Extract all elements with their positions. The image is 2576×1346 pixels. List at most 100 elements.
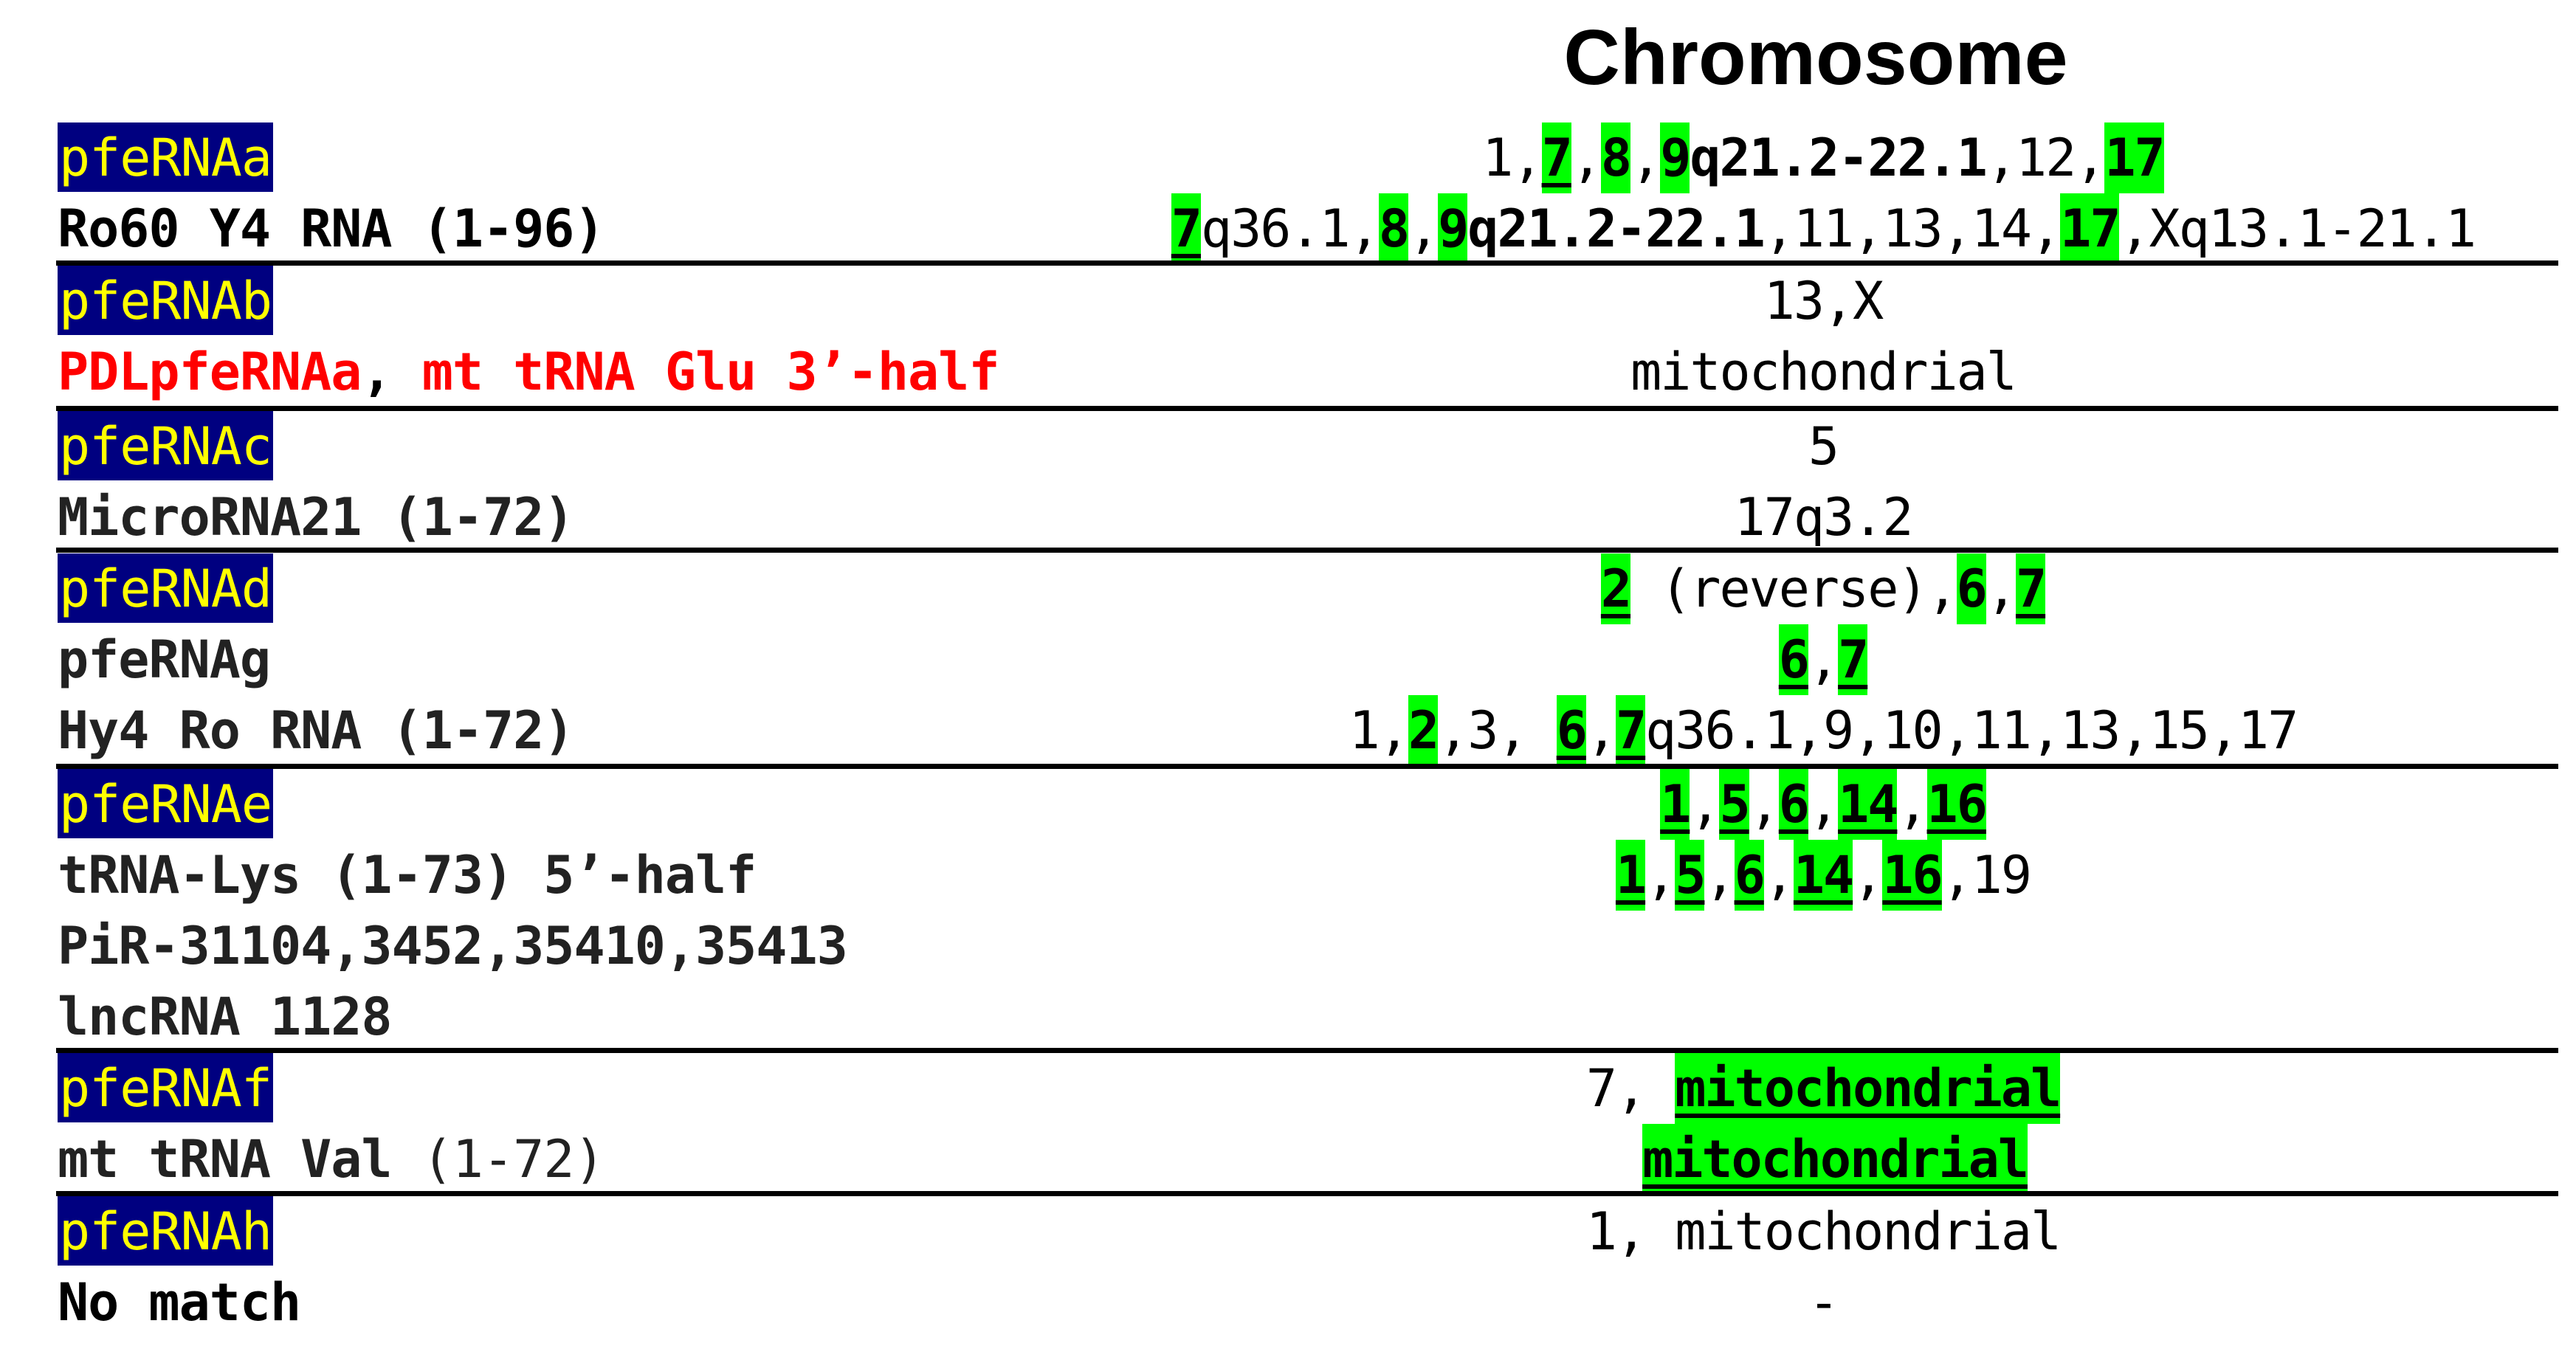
match-row: Ro60 Y4 RNA (1-96) 7q36.1,8,9q21.2-22.1,… xyxy=(0,193,2576,264)
chromosome-cell: mitochondrial xyxy=(1134,1124,2536,1195)
match-name-part: , xyxy=(361,342,422,402)
highlighted-chromosome: 7 xyxy=(1541,122,1573,193)
chromosome-cell: 13,X xyxy=(1122,266,2524,336)
chromosome-text: q21.2-22.1 xyxy=(1467,199,1765,259)
match-row: PiR-31104,3452,35410,35413 xyxy=(0,911,2576,981)
match-name: mt tRNA Val (1-72) xyxy=(58,1124,605,1195)
chromosome-cell: 7q36.1,8,9q21.2-22.1,11,13,14,17,Xq13.1-… xyxy=(1122,193,2524,264)
pferna-tag: pfeRNAd xyxy=(58,553,274,623)
highlighted-chromosome: 9 xyxy=(1660,122,1691,193)
match-row: Hy4 Ro RNA (1-72) 1,2,3, 6,7q36.1,9,10,1… xyxy=(0,695,2576,766)
highlighted-chromosome: 7 xyxy=(2015,553,2047,624)
highlighted-chromosome: 5 xyxy=(1719,769,1751,840)
highlighted-chromosome: 17 xyxy=(2104,122,2166,193)
highlighted-chromosome: 16 xyxy=(1882,840,1943,911)
chromosome-text: , xyxy=(1630,128,1661,188)
highlighted-chromosome: 6 xyxy=(1778,624,1810,695)
highlighted-chromosome: 7 xyxy=(1838,624,1869,695)
tag-row: pfeRNAh 1, mitochondrial xyxy=(0,1196,2576,1267)
row-divider xyxy=(56,260,2558,266)
chromosome-cell: mitochondrial xyxy=(1122,336,2524,407)
chromosome-cell: 1,5,6,14,16,19 xyxy=(1122,840,2524,911)
match-name-part: PDLpfeRNAa xyxy=(58,342,362,402)
chromosome-text: , xyxy=(1645,845,1676,905)
highlighted-chromosome: mitochondrial xyxy=(1675,1053,2062,1124)
highlighted-chromosome: 9 xyxy=(1438,193,1469,264)
chromosome-text: 5 xyxy=(1808,416,1839,477)
pferna-tag: pfeRNAe xyxy=(58,769,274,838)
chromosome-cell: 1,7,8,9q21.2-22.1,12,17 xyxy=(1122,122,2524,193)
tag-row: pfeRNAa 1,7,8,9q21.2-22.1,12,17 xyxy=(0,122,2576,193)
column-header-chromosome: Chromosome xyxy=(1563,14,2068,101)
pferna-tag: pfeRNAf xyxy=(58,1053,274,1122)
chromosome-text: q21.2-22.1 xyxy=(1690,128,1987,188)
chromosome-text: , xyxy=(1808,774,1839,835)
match-name: No match xyxy=(58,1272,301,1333)
chromosome-cell: 5 xyxy=(1122,411,2524,482)
row-divider xyxy=(56,548,2558,553)
chromosome-cell: 1,2,3, 6,7q36.1,9,10,11,13,15,17 xyxy=(1122,695,2524,766)
match-name: PDLpfeRNAa, mt tRNA Glu 3’-half xyxy=(58,336,999,407)
match-row: PDLpfeRNAa, mt tRNA Glu 3’-half mitochon… xyxy=(0,336,2576,407)
chromosome-cell: 2 (reverse),6,7 xyxy=(1122,553,2524,624)
highlighted-chromosome: 2 xyxy=(1408,695,1439,766)
tag-row: pfeRNAf 7, mitochondrial xyxy=(0,1053,2576,1124)
pferna-tag: pfeRNAh xyxy=(58,1196,274,1266)
chromosome-text: (reverse), xyxy=(1630,559,1957,619)
row-divider xyxy=(56,1048,2558,1053)
match-row: tRNA-Lys (1-73) 5’-half 1,5,6,14,16,19 xyxy=(0,840,2576,911)
chromosome-text: , xyxy=(1897,774,1928,835)
chromosome-text: , xyxy=(1986,559,2017,619)
match-row: MicroRNA21 (1-72) 17q3.2 xyxy=(0,482,2576,553)
highlighted-chromosome: 17 xyxy=(2060,193,2121,264)
match-name-part: mt tRNA Val xyxy=(58,1129,422,1190)
chromosome-text: q36.1, xyxy=(1200,199,1380,259)
chromosome-text: 1, mitochondrial xyxy=(1585,1201,2062,1262)
chromosome-cell: 1, mitochondrial xyxy=(1122,1196,2524,1267)
pferna-tag: pfeRNAb xyxy=(58,266,274,335)
highlighted-chromosome: 6 xyxy=(1956,553,1988,624)
highlighted-chromosome: 14 xyxy=(1793,840,1854,911)
tag-row: pfeRNAe 1,5,6,14,16 xyxy=(0,769,2576,840)
pferna-tag: pfeRNAc xyxy=(58,411,274,480)
chromosome-cell: 7, mitochondrial xyxy=(1122,1053,2524,1124)
chromosome-text: ,19 xyxy=(1941,845,2032,905)
chromosome-cell: 1,5,6,14,16 xyxy=(1122,769,2524,840)
match-name: pfeRNAg xyxy=(58,629,271,690)
highlighted-chromosome: 6 xyxy=(1778,769,1810,840)
chromosome-text: 1, xyxy=(1482,128,1543,188)
match-name: PiR-31104,3452,35410,35413 xyxy=(58,916,848,976)
highlighted-chromosome: 2 xyxy=(1600,553,1632,624)
row-divider xyxy=(56,764,2558,769)
match-name: MicroRNA21 (1-72) xyxy=(58,487,574,548)
match-row: pfeRNAg 6,7 xyxy=(0,624,2576,695)
chromosome-cell: 6,7 xyxy=(1122,624,2524,695)
chromosome-text: ,Xq13.1-21.1 xyxy=(2119,199,2476,259)
chromosome-text: - xyxy=(1808,1272,1839,1333)
match-row: mt tRNA Val (1-72) mitochondrial xyxy=(0,1124,2576,1195)
chromosome-text: , xyxy=(1585,700,1617,761)
row-divider xyxy=(56,1191,2558,1196)
match-name: Ro60 Y4 RNA (1-96) xyxy=(58,199,605,259)
chromosome-text: ,11,13,14, xyxy=(1763,199,2062,259)
highlighted-chromosome: 8 xyxy=(1600,122,1632,193)
chromosome-cell: - xyxy=(1122,1267,2524,1338)
chromosome-text: , xyxy=(1571,128,1602,188)
chromosome-text: 17q3.2 xyxy=(1734,487,1914,548)
highlighted-chromosome: 14 xyxy=(1838,769,1898,840)
highlighted-chromosome: 6 xyxy=(1556,695,1588,766)
highlighted-chromosome: mitochondrial xyxy=(1642,1124,2029,1195)
chromosome-text: , xyxy=(1808,629,1839,690)
highlighted-chromosome: 8 xyxy=(1378,193,1410,264)
chromosome-text: 13,X xyxy=(1763,271,1884,331)
match-name: lncRNA 1128 xyxy=(58,987,393,1047)
chromosome-cell: 17q3.2 xyxy=(1122,482,2524,553)
match-row: No match - xyxy=(0,1267,2576,1338)
match-name-part: mt tRNA Glu 3’-half xyxy=(421,342,1000,402)
row-divider xyxy=(56,406,2558,411)
chromosome-text: 1, xyxy=(1349,700,1410,761)
tag-row: pfeRNAb 13,X xyxy=(0,266,2576,336)
chromosome-text: ,3, xyxy=(1438,700,1557,761)
chromosome-text: , xyxy=(1408,199,1439,259)
match-name: tRNA-Lys (1-73) 5’-half xyxy=(58,845,757,905)
